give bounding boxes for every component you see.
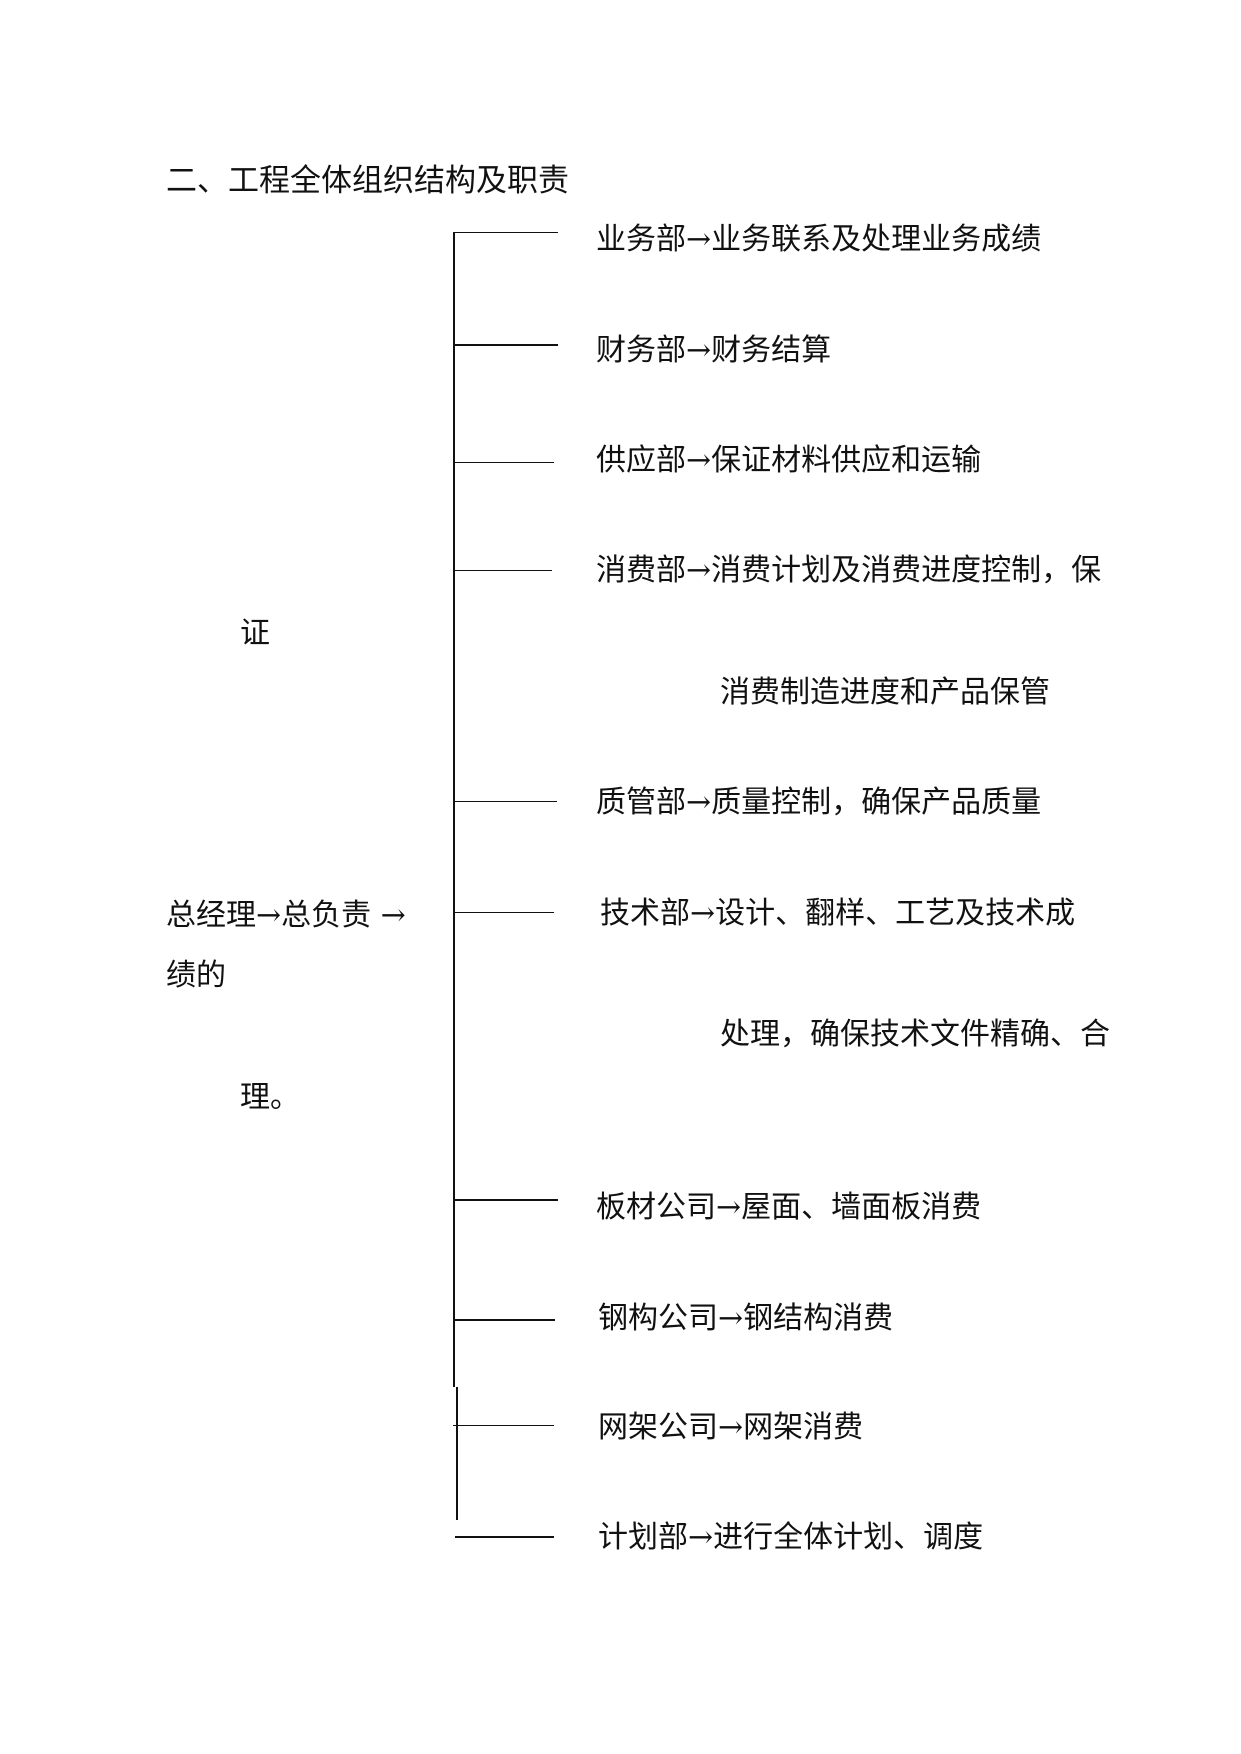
root-general-manager: 总经理→总负责 → <box>166 898 406 933</box>
branch-line-production <box>453 570 552 571</box>
branch-planning: 计划部→进行全体计划、调度 <box>598 1520 984 1555</box>
branch-line-steel-company <box>453 1319 555 1321</box>
branch-line-supply <box>453 462 554 463</box>
branch-business: 业务部→业务联系及处理业务成绩 <box>596 222 1042 257</box>
root-continuation: 绩的 <box>166 958 226 993</box>
branch-line-business <box>453 232 558 233</box>
branch-finance: 财务部→财务结算 <box>596 333 832 368</box>
branch-steel-company: 钢构公司→钢结构消费 <box>598 1301 894 1336</box>
branch-line-panel-company <box>453 1199 558 1201</box>
branch-technical-continuation: 处理，确保技术文件精确、合 <box>720 1017 1110 1052</box>
left-fragment-top: 证 <box>240 616 270 651</box>
branch-line-quality <box>453 801 557 802</box>
branch-space-frame-company: 网架公司→网架消费 <box>598 1410 864 1445</box>
branch-quality: 质管部→质量控制，确保产品质量 <box>596 785 1042 820</box>
branch-panel-company: 板材公司→屋面、墙面板消费 <box>596 1190 982 1225</box>
branch-production-continuation: 消费制造进度和产品保管 <box>720 675 1050 710</box>
branch-line-technical <box>453 912 554 913</box>
branch-line-planning <box>455 1536 554 1538</box>
connector-vertical-lower <box>453 597 455 1387</box>
connector-vertical-upper <box>453 232 455 597</box>
branch-line-finance <box>453 344 558 346</box>
branch-production: 消费部→消费计划及消费进度控制，保 <box>596 553 1102 588</box>
connector-vertical-bottom <box>456 1387 458 1520</box>
branch-line-space-frame-company <box>453 1425 554 1426</box>
left-fragment-bottom: 理。 <box>240 1080 300 1115</box>
branch-supply: 供应部→保证材料供应和运输 <box>596 443 982 478</box>
branch-technical: 技术部→设计、翻样、工艺及技术成 <box>600 896 1076 931</box>
section-heading: 二、工程全体组织结构及职责 <box>166 163 569 199</box>
